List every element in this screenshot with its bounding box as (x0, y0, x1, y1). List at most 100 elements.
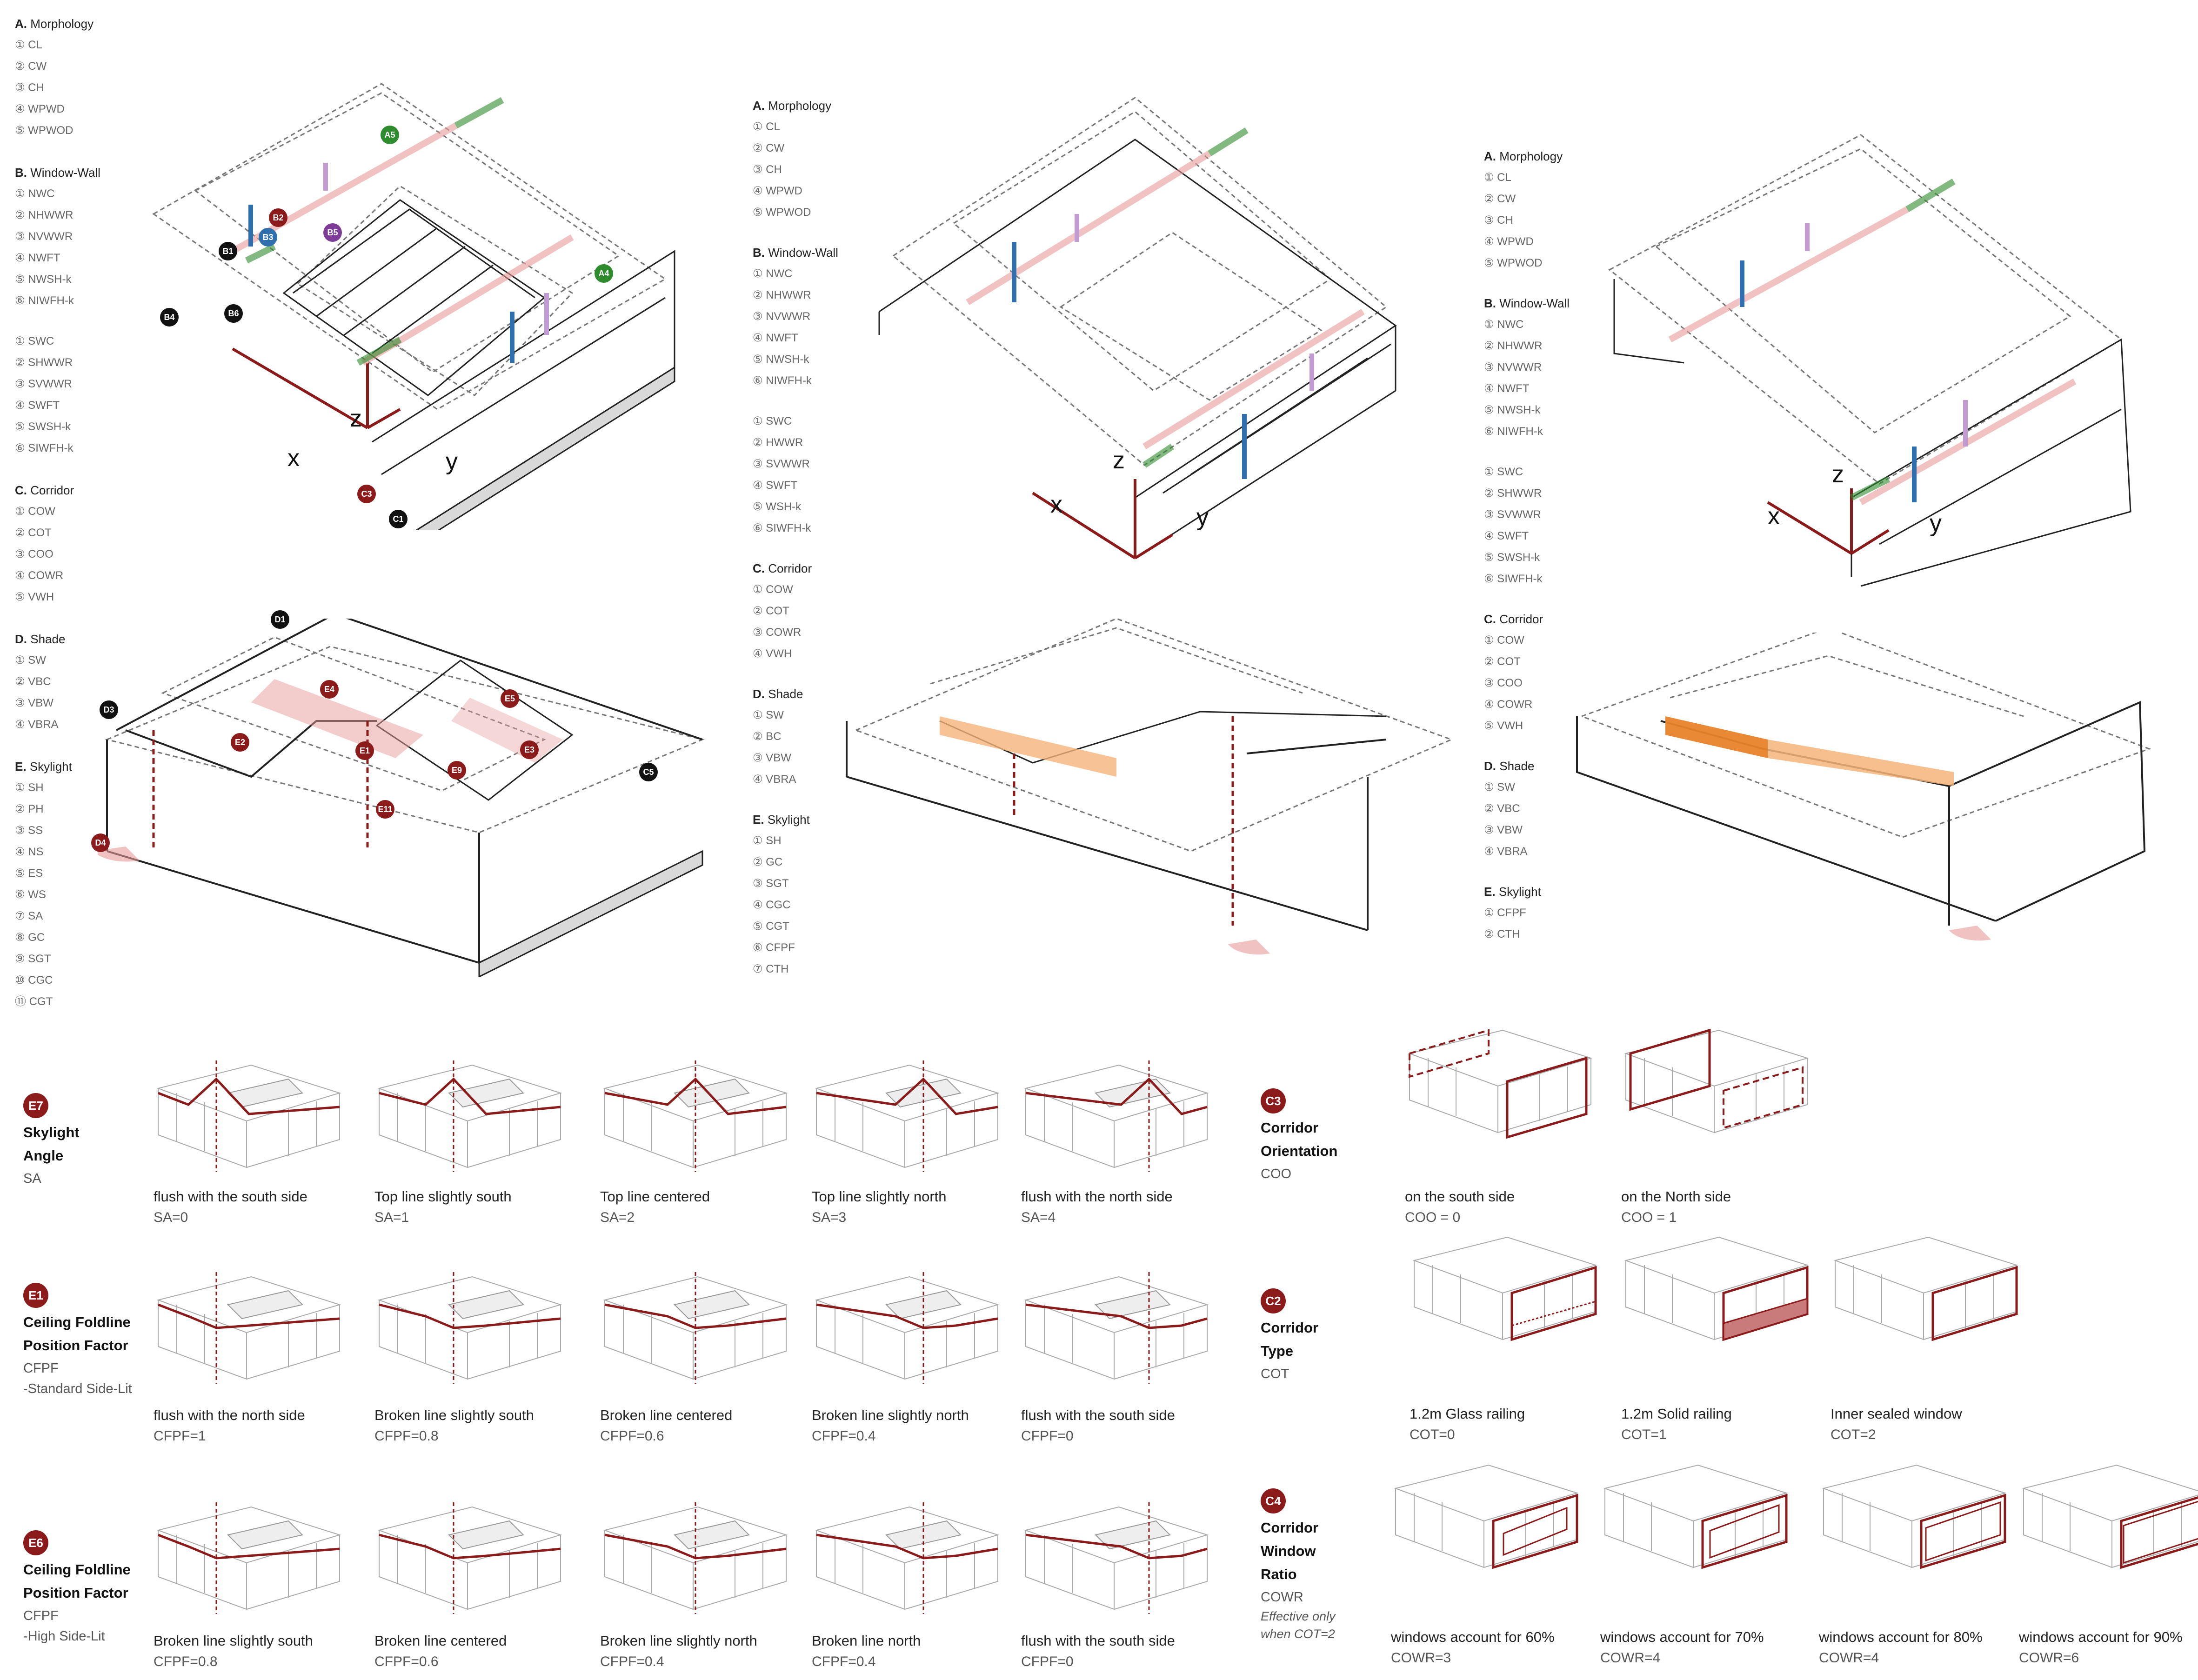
legend-group-letter: E. (1484, 885, 1496, 899)
legend-group-heading: C. Corridor (1484, 608, 1623, 630)
section-abbreviation: CFPF (23, 1608, 59, 1623)
legend-item: ⑦ CTH (753, 963, 789, 975)
axis-x-label-2: x (1050, 491, 1062, 518)
axis-z-label-3: z (1832, 461, 1844, 488)
marker-badge-b2: B2 (269, 208, 287, 227)
legend-group-letter: B. (753, 246, 765, 260)
axis-y-label-1: y (446, 448, 458, 475)
variant-thumbnail (2022, 1464, 2198, 1569)
legend-item: ② COT (753, 605, 789, 617)
section-badge-e6: E6 (23, 1530, 48, 1555)
panel3-axonometric-upper (1608, 134, 2131, 587)
variant-label: Top line slightly north (812, 1188, 947, 1205)
skylight-frame (227, 1520, 303, 1550)
skylight-frame (674, 1290, 750, 1320)
marker-badge-e9: E9 (448, 761, 466, 780)
legend-item: ① COW (753, 583, 793, 596)
legend-item: ④ VWH (753, 647, 792, 660)
legend-item: ① SWC (1484, 466, 1523, 478)
legend-group-letter: B. (15, 166, 27, 180)
section-title-line: Ceiling Foldline (23, 1314, 131, 1330)
variant-label: Inner sealed window (1831, 1406, 1962, 1422)
corridor-outline (1931, 1266, 2018, 1341)
marker-badge-b1: B1 (219, 242, 237, 260)
window-opening (2123, 1500, 2198, 1564)
variant-thumbnail (1024, 1502, 1209, 1614)
corridor-outline (1920, 1493, 2006, 1569)
window-opening (1503, 1507, 1568, 1556)
legend-item: ② GC (753, 856, 783, 868)
section-note-line: Effective only (1261, 1609, 1336, 1623)
variant-value: CFPF=0.6 (374, 1654, 439, 1669)
legend-item: ① CL (1484, 171, 1511, 184)
legend-item: ① SW (15, 654, 46, 667)
legend-group-letter: E. (753, 813, 764, 827)
legend-item: ⑤ CGT (753, 920, 789, 933)
skylight-frame (448, 1520, 524, 1550)
variant-label: on the south side (1405, 1188, 1515, 1205)
variant-value: CFPF=0.8 (154, 1654, 218, 1669)
legend-group-title: Morphology (1499, 149, 1563, 163)
legend-item: ③ SVWWR (15, 378, 72, 390)
legend-item: ⑤ WPWOD (753, 206, 811, 219)
legend-group-heading: B. Window-Wall (1484, 293, 1623, 314)
marker-badge-e1: E1 (355, 741, 374, 760)
legend-item: ⑤ SWSH-k (15, 420, 71, 433)
variant-thumbnail (1024, 1272, 1209, 1384)
axis-y-label-2: y (1196, 504, 1209, 531)
solid-railing (1723, 1297, 1808, 1341)
legend-item: ① NWC (1484, 318, 1524, 331)
legend-item: ② NHWWR (15, 209, 73, 221)
legend-group-heading: B. Window-Wall (753, 242, 892, 263)
section-abbreviation: COO (1261, 1167, 1292, 1181)
legend-item: ⑤ WSH-k (753, 500, 802, 513)
section-title-line: Corridor (1261, 1120, 1318, 1136)
legend-item: ④ NWFT (1484, 382, 1530, 395)
legend-item: ③ NVWWR (15, 230, 73, 243)
legend-item: ⑦ SA (15, 910, 43, 922)
legend-item: ① COW (1484, 634, 1524, 647)
legend-item: ③ NVWWR (753, 310, 811, 323)
variant-thumbnail (1833, 1236, 2018, 1341)
legend-group-title: Window-Wall (768, 246, 838, 260)
legend-group-letter: C. (1484, 612, 1496, 626)
glass-railing (1511, 1300, 1596, 1327)
variant-value: CFPF=0.8 (374, 1428, 439, 1444)
variant-label: windows account for 90% (2019, 1629, 2183, 1645)
legend-item: ⑩ CGC (15, 974, 53, 987)
legend-group-letter: A. (15, 17, 27, 31)
axis-y-label-3: y (1930, 510, 1942, 537)
section-title-line: Window (1261, 1543, 1316, 1559)
marker-badge-e11: E11 (376, 800, 394, 819)
section-note: -High Side-Lit (23, 1629, 105, 1644)
variant-thumbnail (1624, 1028, 1809, 1133)
variant-label: Broken line centered (374, 1633, 507, 1649)
legend-item: ④ WPWD (1484, 235, 1534, 248)
legend-item: ② CW (15, 60, 47, 73)
variant-label: Broken line slightly north (812, 1407, 969, 1423)
legend-item: ⑪ CGT (15, 995, 53, 1008)
section-abbreviation: CFPF (23, 1361, 59, 1376)
marker-badge-c3: C3 (357, 485, 376, 503)
legend-item: ⑥ WS (15, 888, 46, 901)
variant-thumbnail (603, 1502, 788, 1614)
legend-item: ① SW (753, 709, 784, 721)
legend-group-title: Corridor (1499, 612, 1543, 626)
legend-item: ① CL (15, 39, 42, 51)
variant-label: on the North side (1621, 1188, 1731, 1205)
variant-label: flush with the south side (1021, 1633, 1175, 1649)
legend-item: ⑥ SIWFH-k (1484, 573, 1543, 585)
section-badge-c4: C4 (1261, 1488, 1286, 1513)
legend-group-title: Skylight (29, 760, 72, 773)
variant-value: COO = 1 (1621, 1210, 1677, 1225)
legend-group-heading: B. Window-Wall (15, 162, 154, 183)
variant-label: flush with the south side (1021, 1407, 1175, 1423)
legend-item: ④ SWFT (15, 399, 60, 412)
legend-item: ④ COWR (1484, 698, 1533, 711)
legend-item: ③ CH (1484, 214, 1513, 227)
variant-label: Broken line slightly south (374, 1407, 534, 1423)
legend-item: ③ SS (15, 824, 43, 837)
legend-group-heading: E. Skylight (15, 756, 154, 777)
variant-value: SA=1 (374, 1210, 409, 1225)
